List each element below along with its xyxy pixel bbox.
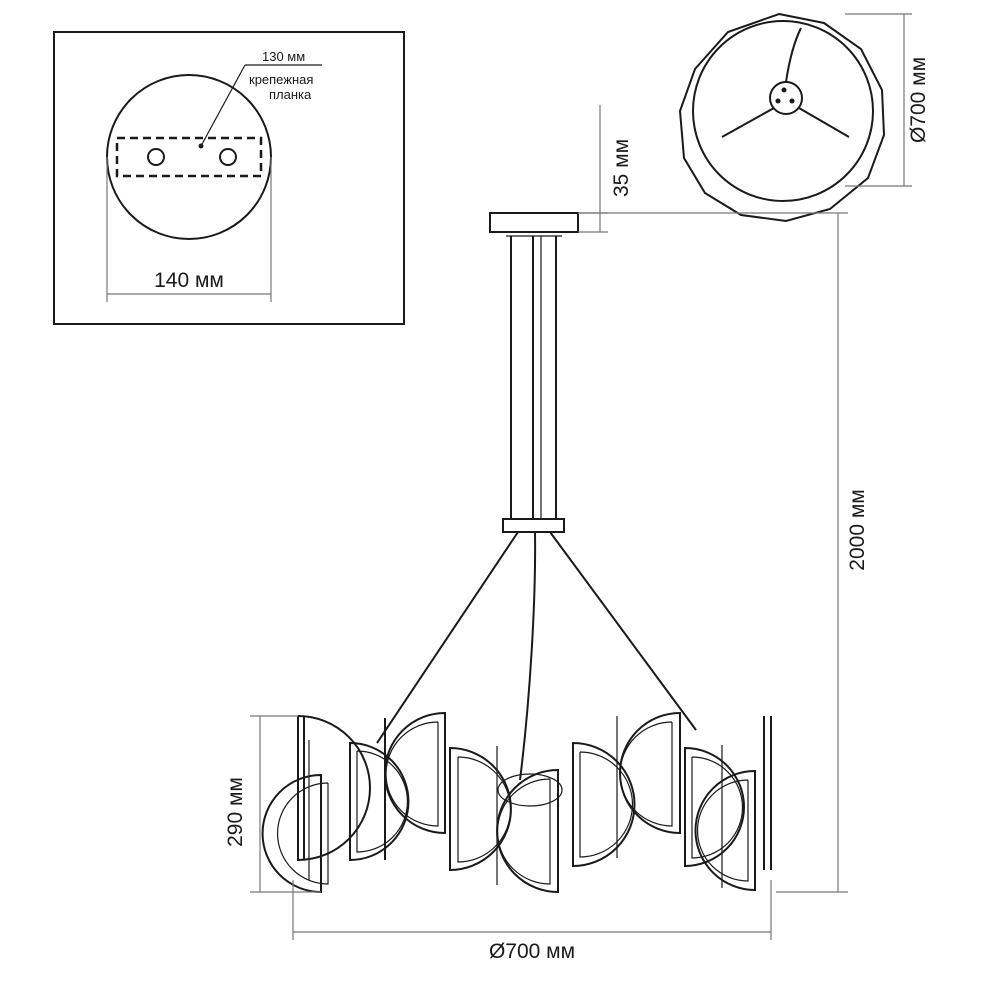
- top-view-arm-right: [798, 107, 850, 138]
- mounting-strip: [115, 136, 263, 178]
- shade-1: [261, 773, 322, 894]
- top-view-diameter-label: Ø700 мм: [907, 57, 930, 143]
- shade-2: [349, 741, 410, 862]
- shade-7: [572, 741, 636, 868]
- mounting-hole-right: [219, 148, 237, 166]
- cable-right: [549, 531, 697, 731]
- canopy: [489, 212, 579, 233]
- ring-hub: [497, 773, 563, 807]
- shade-2-inner: [356, 750, 409, 853]
- shade-5-inner: [457, 756, 512, 863]
- ring-diameter-label: Ø700 мм: [489, 940, 575, 963]
- shade-10-inner: [696, 779, 749, 882]
- strip-name-line1: крепежная: [249, 72, 313, 87]
- mounting-detail: 130 мм крепежная планка 140 мм: [53, 31, 405, 325]
- shade-height-label: 290 мм: [224, 777, 247, 847]
- strip-width-label: 130 мм: [262, 49, 305, 64]
- cable-left: [376, 531, 519, 744]
- detail-frame: [53, 31, 405, 325]
- shade-9-inner: [691, 756, 744, 859]
- total-height-label: 2000 мм: [846, 489, 869, 570]
- shade-10: [694, 769, 756, 892]
- shade-7-inner: [579, 751, 634, 858]
- top-view-inner-ring: [692, 20, 874, 202]
- side-view: 35 мм 2000 мм 290 мм Ø700 мм: [224, 105, 869, 963]
- cable-center: [519, 531, 537, 781]
- hub-point-2: [775, 98, 781, 104]
- top-view-outer-ring: [678, 12, 886, 223]
- top-view-arm-top: [785, 27, 802, 83]
- shade-9: [684, 746, 745, 868]
- shade-4-inner: [385, 721, 439, 827]
- canopy-diameter-label: 140 мм: [154, 269, 224, 292]
- shade-8: [619, 711, 681, 835]
- top-view-hub: [769, 81, 803, 115]
- strip-name-line2: планка: [269, 87, 312, 102]
- shade-6-inner: [496, 778, 551, 885]
- mounting-hole-left: [147, 148, 165, 166]
- canopy-height-label: 35 мм: [610, 139, 633, 197]
- hub-point-3: [789, 98, 795, 104]
- canopy-bottom-circle: [106, 74, 272, 240]
- shade-1-inner: [276, 782, 329, 885]
- shade-far-1: [297, 715, 371, 862]
- strip-leader-line: [200, 64, 246, 147]
- top-view-arm-left: [721, 107, 775, 138]
- hub-point-1: [781, 87, 787, 93]
- shade-4: [384, 711, 446, 835]
- top-view: Ø700 мм: [678, 12, 930, 223]
- rod-collar: [502, 518, 565, 533]
- shade-8-inner: [619, 721, 673, 827]
